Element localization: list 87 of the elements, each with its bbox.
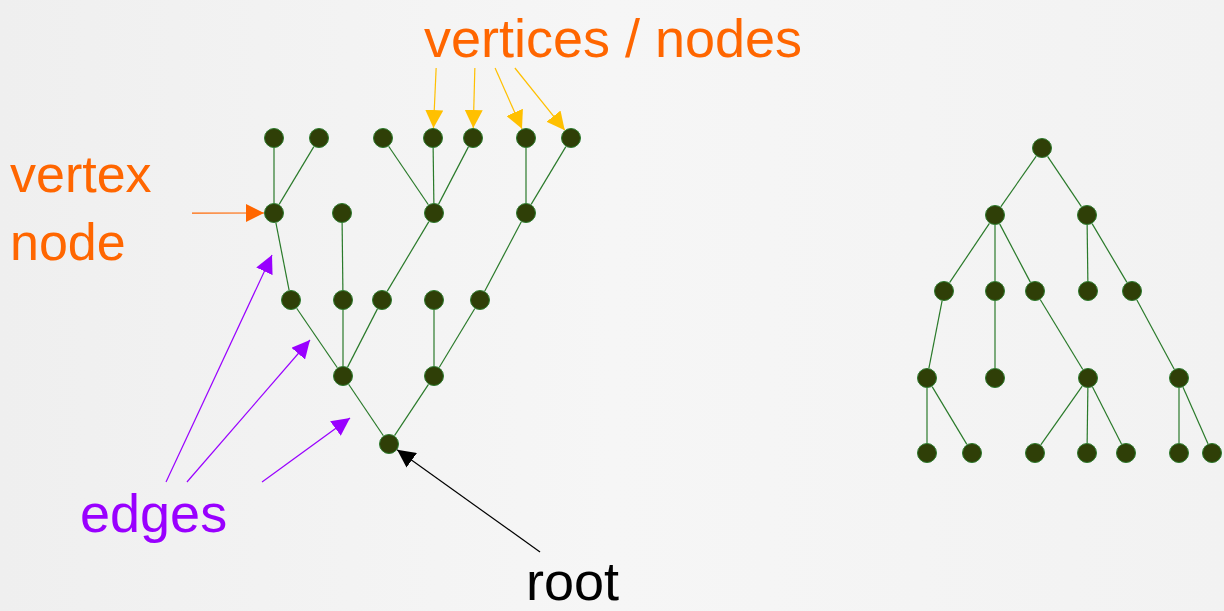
vertex-circle <box>309 128 329 148</box>
tree-edge <box>348 383 384 437</box>
tree-edge <box>1091 386 1123 445</box>
vertex-circle <box>1032 138 1052 158</box>
tree-edge <box>386 221 430 293</box>
arrow <box>514 67 566 131</box>
vertex-circle <box>333 290 353 310</box>
tree-edge <box>1039 298 1084 371</box>
tree-edge <box>484 221 522 292</box>
vertex-circle <box>934 281 954 301</box>
tree-edge <box>341 222 344 291</box>
tree-edge <box>433 309 435 367</box>
tree-edge <box>994 300 996 369</box>
tree-edge <box>296 307 338 369</box>
vertex-circle <box>333 366 353 386</box>
vertex-circle <box>1202 443 1222 463</box>
vertex-circle <box>372 290 392 310</box>
tree-edge <box>273 147 275 204</box>
annotation-label: vertices / nodes <box>388 8 838 68</box>
vertex-circle <box>379 434 399 454</box>
tree-edge <box>1040 385 1083 446</box>
tree-edge <box>931 385 968 446</box>
vertex-circle <box>985 368 1005 388</box>
tree-edge <box>393 383 430 437</box>
vertex-circle <box>1025 443 1045 463</box>
tree-edge <box>1178 387 1180 444</box>
vertex-circle <box>1169 368 1189 388</box>
tree-edge <box>432 147 435 204</box>
tree-edge <box>530 145 567 206</box>
tree-edge <box>1091 223 1128 283</box>
vertex-circle <box>463 128 483 148</box>
tree-edge <box>999 223 1031 283</box>
tree-edge <box>438 146 469 205</box>
tree-edge <box>1182 386 1209 445</box>
vertex-circle <box>423 128 443 148</box>
arrow <box>186 339 311 483</box>
arrow <box>191 204 265 222</box>
arrow <box>261 417 351 483</box>
vertex-circle <box>917 443 937 463</box>
vertex-circle <box>281 290 301 310</box>
tree-edge <box>1086 224 1089 282</box>
vertex-circle <box>1116 443 1136 463</box>
tree-edge <box>1000 155 1037 208</box>
tree-edge <box>278 145 315 206</box>
vertex-circle <box>516 203 536 223</box>
tree-edge <box>346 308 379 368</box>
tree-edge <box>1136 299 1175 370</box>
vertex-circle <box>1078 368 1098 388</box>
tree-edge <box>928 300 943 369</box>
arrow <box>464 67 483 129</box>
arrow <box>494 67 523 130</box>
vertex-circle <box>985 281 1005 301</box>
vertex-circle <box>470 290 490 310</box>
vertex-circle <box>1169 443 1189 463</box>
tree-edge <box>438 307 476 369</box>
vertex-circle <box>1025 281 1045 301</box>
tree-edge <box>342 309 344 367</box>
annotation-label: root <box>526 552 642 610</box>
vertex-circle <box>424 203 444 223</box>
vertex-circle <box>516 128 536 148</box>
tree-edge <box>275 222 290 291</box>
vertex-circle <box>424 290 444 310</box>
vertex-circle <box>332 203 352 223</box>
tree-edge <box>1047 155 1082 208</box>
arrow <box>425 67 444 129</box>
tree-edge <box>994 224 996 282</box>
vertex-circle <box>962 443 982 463</box>
vertex-circle <box>1077 443 1097 463</box>
annotation-label: edges <box>80 482 272 544</box>
vertex-circle <box>1077 205 1097 225</box>
vertex-circle <box>561 128 581 148</box>
arrow <box>165 254 273 483</box>
tree-edge <box>948 222 991 284</box>
tree-edge <box>525 147 527 204</box>
tree-edge <box>388 145 429 206</box>
vertex-circle <box>1078 281 1098 301</box>
tree-edge <box>1086 387 1089 444</box>
vertex-circle <box>985 205 1005 225</box>
vertex-circle <box>917 368 937 388</box>
vertex-circle <box>1122 281 1142 301</box>
vertex-circle <box>264 128 284 148</box>
arrow <box>396 449 541 553</box>
tree-edge <box>926 387 928 444</box>
annotation-label: vertex node <box>10 140 192 276</box>
vertex-circle <box>264 203 284 223</box>
vertex-circle <box>424 366 444 386</box>
vertex-circle <box>373 128 393 148</box>
